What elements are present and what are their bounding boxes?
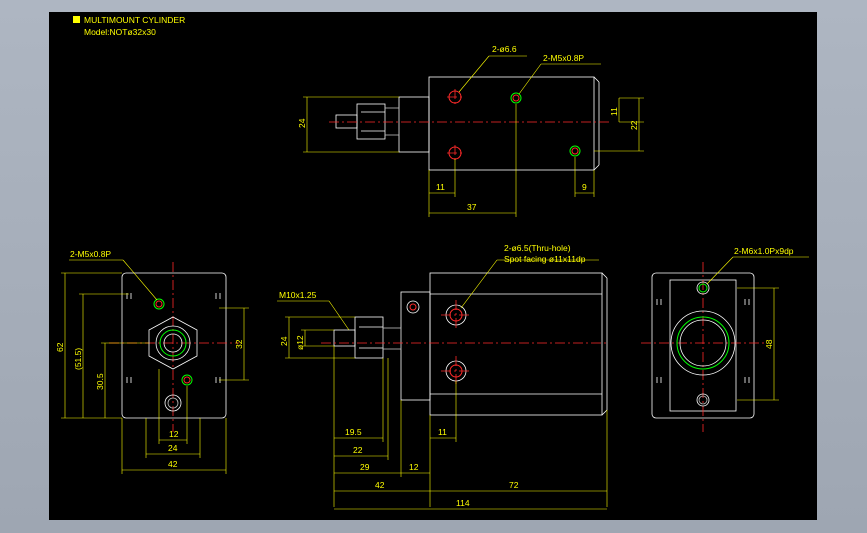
left-dim-height-lower: 30.5 bbox=[95, 373, 105, 390]
top-view-nut bbox=[356, 103, 386, 140]
front-dim-rod-dia: ø12 bbox=[295, 335, 305, 350]
left-end-view: 2-M5x0.8P 62 (51.5) 30.5 32 12 24 42 bbox=[55, 249, 249, 474]
left-dim-right-height: 32 bbox=[234, 339, 244, 349]
right-thread-hole-2 bbox=[696, 393, 710, 407]
top-dim-bottom-left: 11 bbox=[436, 182, 445, 192]
right-end-view: 2-M6x1.0Px9dp 48 bbox=[641, 246, 809, 432]
top-thread-hole-1 bbox=[510, 92, 522, 104]
left-view-hex-nut bbox=[148, 316, 198, 370]
right-view-bore bbox=[670, 310, 736, 376]
front-view: 2-ø6.5(Thru-hole) Spot facing ø11x11dp M… bbox=[277, 243, 609, 510]
left-dim-bottom-inner: 12 bbox=[169, 429, 179, 439]
front-callout-hole-line2: Spot facing ø11x11dp bbox=[504, 254, 586, 264]
front-dim-114: 114 bbox=[456, 498, 470, 508]
top-dim-right-small: 11 bbox=[609, 107, 619, 116]
top-dim-right-large: 22 bbox=[629, 120, 639, 130]
left-bottom-port bbox=[164, 394, 182, 412]
front-dim-42: 42 bbox=[375, 480, 385, 490]
right-thread-hole-1 bbox=[696, 281, 710, 295]
front-dim-rod-height: 24 bbox=[279, 336, 289, 346]
front-dim-19-5: 19.5 bbox=[345, 427, 362, 437]
front-callout-hole-line1: 2-ø6.5(Thru-hole) bbox=[504, 243, 571, 253]
top-callout-thread: 2-M5x0.8P bbox=[543, 53, 584, 63]
cad-drawing-canvas: MULTIMOUNT CYLINDER Model:NOTø32x30 2-ø6… bbox=[49, 12, 817, 520]
right-callout-thread: 2-M6x1.0Px9dp bbox=[734, 246, 794, 256]
right-dim-height: 48 bbox=[764, 339, 774, 349]
front-callout-rod-thread: M10x1.25 bbox=[279, 290, 317, 300]
top-dim-bottom-right: 9 bbox=[582, 182, 587, 192]
title-marker-icon bbox=[73, 16, 80, 23]
top-thread-hole-2 bbox=[569, 145, 581, 157]
left-dim-bottom-mid: 24 bbox=[168, 443, 178, 453]
front-dim-12: 12 bbox=[409, 462, 419, 472]
front-dim-72: 72 bbox=[509, 480, 519, 490]
left-view-rod bbox=[159, 329, 187, 357]
left-thread-hole-1 bbox=[153, 298, 165, 310]
front-dim-11: 11 bbox=[438, 427, 447, 437]
top-dim-height: 24 bbox=[297, 118, 307, 128]
front-dim-22: 22 bbox=[353, 445, 363, 455]
top-view: 2-ø6.6 2-M5x0.8P 24 11 22 11 9 37 bbox=[297, 44, 644, 217]
left-dim-height-inner: (51.5) bbox=[73, 348, 83, 370]
left-view-body bbox=[121, 272, 227, 419]
left-dim-height-total: 62 bbox=[55, 342, 65, 352]
front-dim-29: 29 bbox=[360, 462, 370, 472]
right-view-piston bbox=[676, 316, 730, 370]
left-callout-thread: 2-M5x0.8P bbox=[70, 249, 111, 259]
right-view-body bbox=[651, 272, 755, 419]
cad-drawing: MULTIMOUNT CYLINDER Model:NOTø32x30 2-ø6… bbox=[55, 15, 809, 510]
top-dim-bottom-total: 37 bbox=[467, 202, 477, 212]
top-callout-hole: 2-ø6.6 bbox=[492, 44, 517, 54]
front-view-nut bbox=[354, 316, 384, 359]
left-dim-bottom-total: 42 bbox=[168, 459, 178, 469]
left-thread-hole-2 bbox=[181, 374, 193, 386]
top-view-rod-housing bbox=[398, 96, 430, 153]
drawing-model: Model:NOTø32x30 bbox=[84, 27, 156, 37]
drawing-title: MULTIMOUNT CYLINDER bbox=[84, 15, 185, 25]
